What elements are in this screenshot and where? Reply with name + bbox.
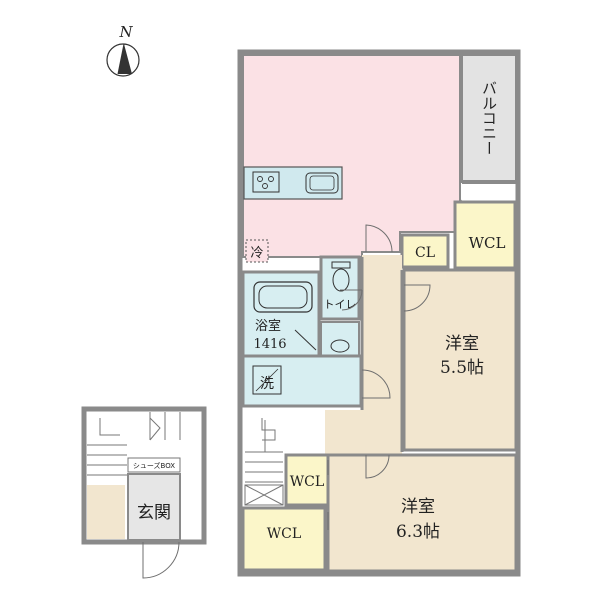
- kitchen-counter: [243, 166, 343, 200]
- balcony-label: バルコニー: [480, 81, 498, 156]
- north-label: N: [118, 23, 133, 41]
- bath-size: 1416: [253, 337, 286, 352]
- western-63-label: 洋室: [401, 497, 435, 517]
- cl-closet: [400, 233, 450, 269]
- entrance-label: 玄関: [137, 503, 171, 523]
- shoe-box-label: シューズBOX: [133, 461, 175, 470]
- hallway: [327, 255, 402, 455]
- cl-label: CL: [415, 245, 435, 261]
- laundry-room: [241, 354, 363, 408]
- ldk-room: [242, 54, 463, 258]
- bathtub: [253, 281, 313, 313]
- doors: [327, 224, 431, 530]
- western-room-6-3: [326, 453, 518, 573]
- toilet-room: [319, 255, 361, 321]
- wcl-mid-label: WCL: [290, 474, 324, 490]
- western-55-size: 5.5帖: [440, 358, 484, 378]
- wcl-bottom: [241, 506, 327, 572]
- entrance-block: シューズBOX 玄関: [81, 406, 207, 579]
- fridge-label: 冷: [250, 246, 263, 261]
- western-63-size: 6.3帖: [396, 522, 440, 542]
- western-55-label: 洋室: [445, 334, 479, 354]
- washer: [252, 365, 282, 395]
- wcl-bottom-label: WCL: [267, 526, 301, 542]
- laundry-label: 洗: [260, 376, 274, 392]
- toilet-label: トイレ: [324, 298, 357, 311]
- toilet-fixture: [331, 261, 351, 292]
- north-compass: N: [106, 23, 140, 77]
- wcl-top-label: WCL: [469, 234, 506, 252]
- fridge-space: 冷: [245, 239, 269, 263]
- wcl-mid: [284, 453, 330, 507]
- bath-label: 浴室: [255, 318, 281, 334]
- wcl-top: [453, 200, 517, 270]
- western-room-5-5: [402, 268, 518, 452]
